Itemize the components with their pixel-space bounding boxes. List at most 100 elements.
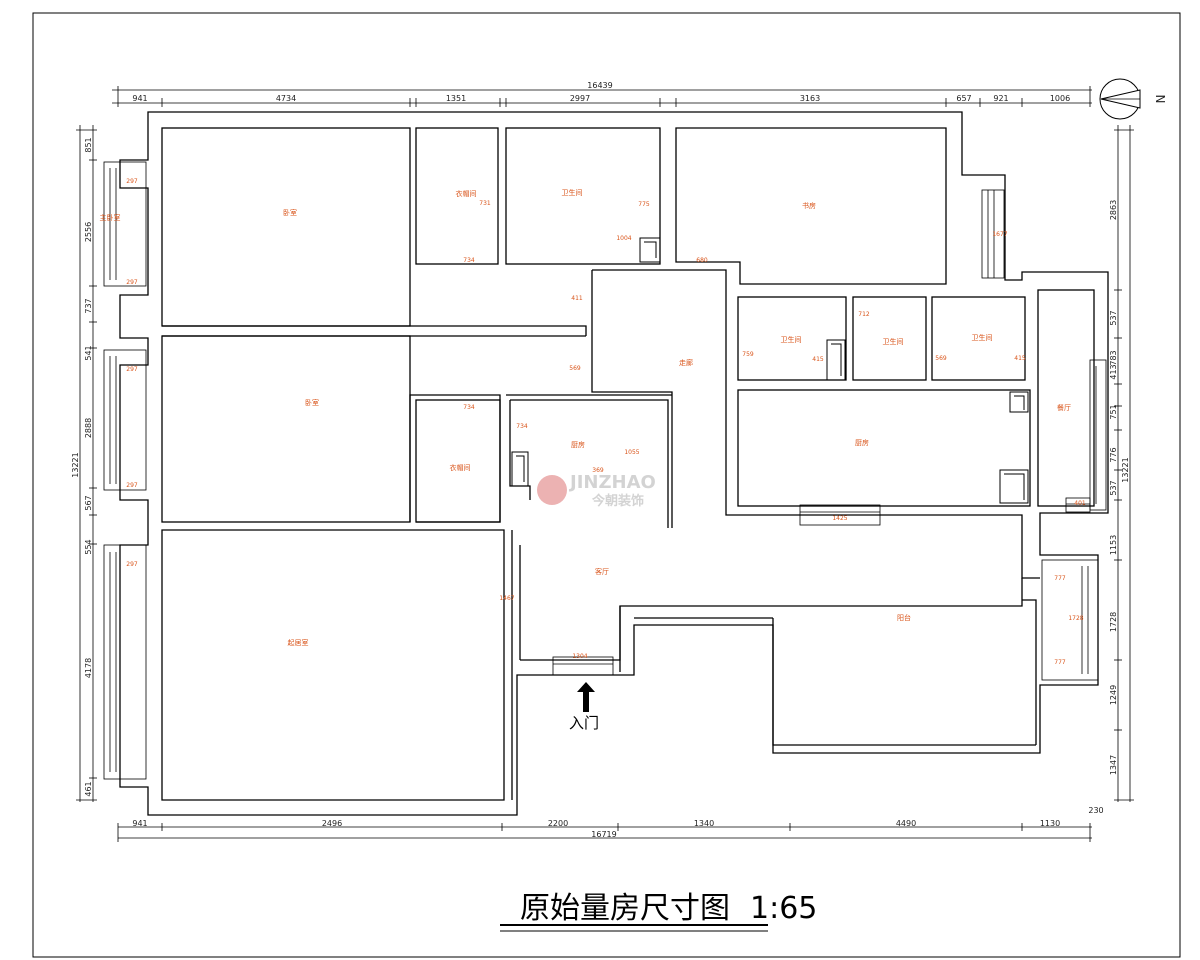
dim-bottom-corner: 230	[1088, 806, 1103, 815]
inner-dim: 297	[126, 561, 138, 568]
room-outline	[737, 296, 847, 381]
entrance-label: 入门	[569, 714, 599, 732]
drawing-frame	[32, 12, 1181, 958]
dim-bottom-seg: 1340	[694, 819, 714, 828]
dim-bottom-seg: 2200	[548, 819, 568, 828]
dim-left-seg: 737	[84, 298, 93, 313]
room-label: 衣帽间	[456, 189, 477, 198]
dim-top-total: 16439	[587, 81, 612, 90]
inner-dim: 1055	[624, 449, 639, 456]
room-label: 阳台	[897, 613, 911, 622]
room-label: 卫生间	[883, 337, 904, 346]
inner-dim: 1467	[499, 595, 514, 602]
inner-dim: 712	[858, 311, 870, 318]
room-outline	[852, 296, 927, 381]
room-label: 卫生间	[562, 188, 583, 197]
dim-right-seg: 537	[1109, 480, 1118, 495]
dim-left-total: 13221	[71, 452, 80, 477]
room-label: 衣帽间	[450, 463, 471, 472]
inner-dim: 569	[935, 355, 947, 362]
room-outline	[510, 399, 669, 528]
dim-right-seg: 1728	[1109, 612, 1118, 632]
north-arrow-icon: N	[1099, 78, 1167, 120]
watermark-cn: 今朝装饰	[591, 493, 644, 509]
inner-dim: 297	[126, 279, 138, 286]
dim-bottom-seg: 4490	[896, 819, 916, 828]
room-outline	[1037, 289, 1095, 507]
dim-bottom-seg: 2496	[322, 819, 342, 828]
dim-top-seg: 1351	[446, 94, 466, 103]
inner-dim: 569	[569, 365, 581, 372]
dim-left-seg: 461	[84, 781, 93, 796]
dim-left-seg: 851	[84, 137, 93, 152]
dim-right-seg: 1249	[1109, 685, 1118, 705]
dim-left-seg: 554	[84, 539, 93, 554]
room-outline	[415, 127, 499, 265]
room-outline	[591, 270, 673, 528]
room-label: 走廊	[679, 358, 693, 367]
inner-dim: 775	[638, 201, 650, 208]
entrance-arrow-icon: 入门	[569, 682, 599, 732]
watermark-logo-icon	[537, 475, 567, 505]
windows	[103, 161, 1107, 780]
title-text: 原始量房尺寸图	[520, 891, 730, 926]
room-outline	[931, 296, 1026, 381]
dim-top-seg: 1006	[1050, 94, 1070, 103]
inner-dim: 411	[571, 295, 583, 302]
title-scale: 1:65	[750, 891, 817, 926]
dim-right-seg: 783	[1109, 350, 1118, 365]
bottom-dimension-labels: 941 2496 2200 1340 4490 1130 16719 230	[132, 806, 1103, 839]
watermark-brand: JINZHAO	[568, 472, 656, 493]
outer-wall	[119, 111, 1109, 816]
inner-dim: 1728	[1068, 615, 1083, 622]
dimension-ticks	[76, 86, 1134, 842]
room-outline	[592, 269, 1040, 579]
room-label: 厨房	[571, 440, 585, 449]
dim-left-seg: 2556	[84, 222, 93, 242]
north-label: N	[1153, 95, 1167, 104]
dim-right-seg: 776	[1109, 447, 1118, 462]
dim-top-seg: 3163	[800, 94, 820, 103]
dim-left-seg: 2888	[84, 418, 93, 438]
room-label: 客厅	[595, 567, 609, 576]
inner-dim: 415	[812, 356, 824, 363]
inner-dim: 297	[126, 366, 138, 373]
inner-dim: 731	[479, 200, 491, 207]
dim-top-seg: 4734	[276, 94, 296, 103]
dim-left-seg: 567	[84, 495, 93, 510]
dim-bottom-total: 16719	[591, 830, 616, 839]
inner-dim: 734	[516, 423, 528, 430]
dim-right-seg: 1153	[1109, 535, 1118, 555]
right-dimension-labels: 2863 537 783 413 751 776 537 1153 1728 1…	[1109, 200, 1130, 775]
room-outline	[161, 335, 411, 523]
room-outline	[415, 399, 501, 523]
top-dimension-labels: 16439 941 4734 1351 2997 3163 657 921 10…	[132, 81, 1070, 103]
drawing-title: 原始量房尺寸图 1:65	[500, 891, 817, 932]
room-label: 卧室	[283, 208, 297, 217]
inner-dim: 415	[1014, 355, 1026, 362]
inner-dim: 1004	[616, 235, 631, 242]
dim-right-seg: 1347	[1109, 755, 1118, 775]
inner-dim: 401	[1074, 500, 1086, 507]
room-outline	[675, 127, 947, 285]
dim-right-seg: 2863	[1109, 200, 1118, 220]
room-outline	[505, 127, 661, 265]
dim-left-seg: 4178	[84, 658, 93, 678]
inner-dim: 759	[742, 351, 754, 358]
left-dimension-labels: 13221 851 2556 737 541 2888 567 554 4178…	[71, 137, 93, 796]
walls	[119, 111, 1109, 816]
inner-dim: 1304	[572, 653, 587, 660]
inner-dim: 1677	[992, 231, 1007, 238]
dim-right-total: 13221	[1121, 457, 1130, 482]
dim-top-seg: 921	[993, 94, 1008, 103]
inner-dim: 734	[463, 257, 475, 264]
room-label: 起居室	[288, 638, 309, 647]
inner-dim: 297	[126, 482, 138, 489]
inner-dimension-labels: 731 734 775 1004 680 411 569 734 734 105…	[126, 178, 1086, 666]
room-labels: 卧室 衣帽间 卫生间 书房 卧室 走廊 卫生间 衣帽间 厨房 卫生间 卫生间 厨…	[100, 188, 1072, 647]
inner-dim: 680	[696, 257, 708, 264]
room-label: 餐厅	[1057, 403, 1071, 412]
fixtures	[511, 237, 1029, 504]
room-label: 卧室	[305, 398, 319, 407]
